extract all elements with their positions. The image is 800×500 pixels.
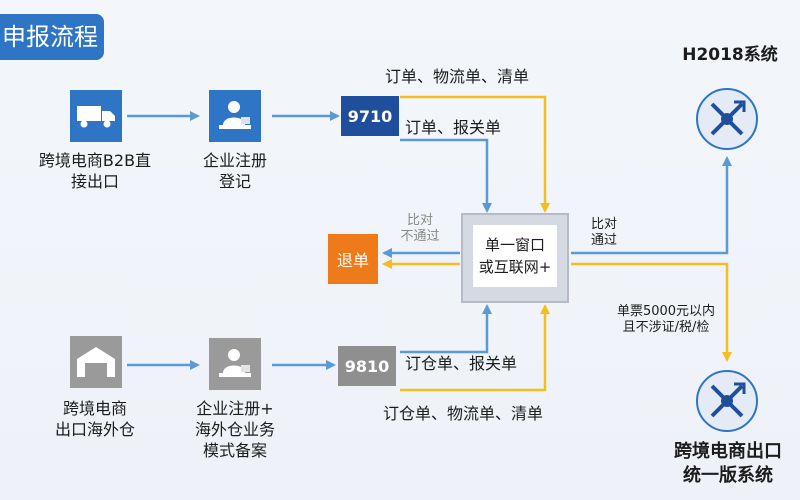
pass-condition-line2: 通过 — [590, 233, 617, 248]
pass-condition-line1: 比对 — [590, 217, 617, 232]
arrow-pass-to-h2018 — [571, 156, 732, 255]
warehouse-icon — [70, 336, 122, 388]
person-at-desk-icon — [209, 90, 261, 142]
page-title: 申报流程 — [0, 14, 104, 60]
arrow-9810-yellow — [400, 304, 550, 392]
top-yellow-label: 订单、物流单、清单 — [385, 67, 530, 86]
h2018-system-label: H2018系统 — [682, 45, 778, 65]
single-window-line1: 单一窗口 — [484, 236, 545, 254]
bottom-source-line1: 跨境电商 — [62, 399, 127, 418]
arrow-9810-blue — [400, 304, 492, 354]
pass-condition-label: 比对 通过 — [580, 217, 628, 249]
reject-condition-line2: 不通过 — [400, 229, 440, 244]
unified-system-label: 跨境电商出口 统一版系统 — [658, 440, 798, 488]
top-registration-line2: 登记 — [218, 172, 251, 191]
person-at-desk-gray-icon — [209, 338, 261, 390]
unified-system-line1: 跨境电商出口 — [674, 441, 782, 462]
reject-condition-label: 比对 不通过 — [392, 213, 448, 245]
bottom-registration-line1: 企业注册+ — [196, 399, 274, 418]
code-9810-box: 9810 — [338, 346, 396, 386]
customs-emblem-icon — [696, 88, 758, 150]
bottom-yellow-label: 订仓单、物流单、清单 — [383, 404, 544, 423]
small-amount-condition-label: 单票5000元以内 且不涉证/税/检 — [606, 304, 726, 336]
bottom-blue-label: 订仓单、报关单 — [405, 354, 518, 373]
top-blue-label: 订单、报关单 — [405, 118, 502, 137]
customs-emblem-bottom-icon — [696, 370, 758, 432]
bottom-registration-line3: 模式备案 — [202, 441, 267, 460]
reject-box: 退单 — [328, 234, 378, 284]
single-window-line2: 或互联网+ — [478, 258, 552, 276]
unified-system-line2: 统一版系统 — [683, 465, 773, 486]
single-window-screen: 单一窗口 或互联网+ — [473, 225, 557, 287]
truck-icon — [70, 90, 122, 142]
bottom-source-line2: 出口海外仓 — [54, 420, 135, 439]
arrow-9710-blue — [400, 138, 492, 213]
bottom-registration-line2: 海外仓业务 — [194, 420, 275, 439]
code-9710-box: 9710 — [341, 96, 399, 136]
arrow-to-unified-system — [571, 262, 732, 362]
reject-condition-line1: 比对 — [406, 213, 433, 228]
top-registration-label: 企业注册 登记 — [180, 150, 290, 192]
single-window-box: 单一窗口 或互联网+ — [461, 213, 569, 303]
arrow-9710-yellow — [400, 95, 550, 213]
small-amount-line1: 单票5000元以内 — [616, 304, 716, 319]
top-registration-line1: 企业注册 — [202, 151, 267, 170]
bottom-source-label: 跨境电商 出口海外仓 — [35, 398, 155, 440]
top-source-label: 跨境电商B2B直接出口 — [38, 151, 152, 191]
small-amount-line2: 且不涉证/税/检 — [622, 320, 710, 335]
bottom-registration-label: 企业注册+ 海外仓业务 模式备案 — [175, 398, 295, 461]
